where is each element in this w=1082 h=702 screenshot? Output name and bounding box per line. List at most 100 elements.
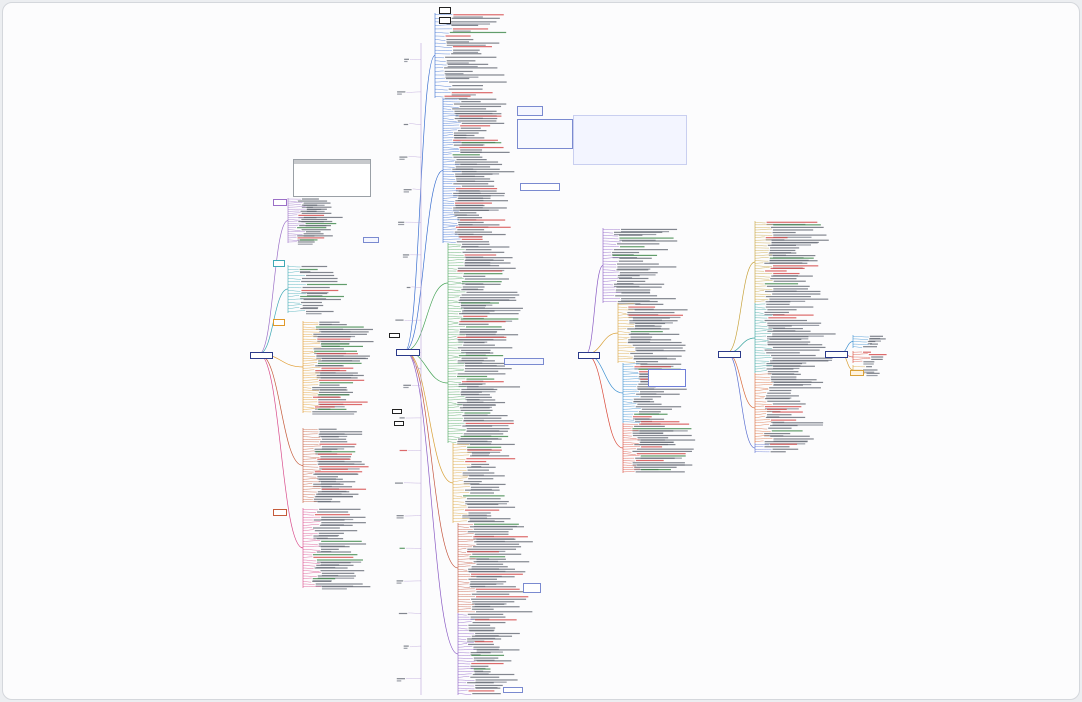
- leaf-link: [754, 228, 772, 231]
- leaf-text: [766, 352, 800, 354]
- leaf-text: [396, 517, 404, 519]
- leaf-text: [303, 216, 343, 219]
- leaf-link: [622, 373, 639, 375]
- leaf-text: [398, 612, 408, 615]
- leaf-text: [632, 317, 670, 319]
- leaf-text: [455, 226, 511, 228]
- leaf-text: [318, 532, 344, 534]
- leaf-text: [454, 110, 497, 112]
- leaf-link: [452, 449, 467, 451]
- mindmap-root-node-3[interactable]: [578, 352, 600, 359]
- leaf-text: [467, 449, 502, 451]
- leaf-text: [460, 163, 503, 166]
- leaf-text: [471, 573, 523, 575]
- leaf-text: [619, 277, 649, 280]
- leaf-text: [406, 286, 411, 289]
- top-box[interactable]: [439, 7, 451, 14]
- leaf-link: [622, 421, 641, 423]
- leaf-link: [852, 338, 869, 340]
- leaf-text: [772, 229, 814, 231]
- leaf-text: [457, 267, 516, 269]
- leaf-link: [302, 408, 318, 410]
- mindmap-root-node-2[interactable]: [396, 349, 420, 356]
- leaf-link: [754, 254, 772, 256]
- leaf-text: [313, 483, 344, 485]
- leaf-text: [476, 576, 515, 578]
- leaf-text: [319, 389, 348, 391]
- leaf-text: [766, 408, 787, 410]
- leaf-text: [613, 285, 640, 288]
- leaf-text: [638, 411, 661, 413]
- leaf-link: [408, 612, 422, 614]
- leaf-text: [770, 226, 824, 229]
- leaf-link: [617, 350, 636, 352]
- leaf-text: [453, 156, 483, 158]
- leaf-link: [754, 278, 770, 280]
- top-box[interactable]: [439, 17, 451, 24]
- leaf-text: [462, 425, 493, 427]
- leaf-text: [613, 233, 657, 236]
- leaf-text: [465, 362, 505, 365]
- note-box: [517, 106, 543, 116]
- leaf-text: [475, 679, 518, 681]
- leaf-text: [770, 247, 800, 249]
- leaf-text: [773, 365, 815, 367]
- leaf-text: [315, 583, 363, 585]
- leaf-text: [316, 559, 363, 561]
- leaf-text: [399, 417, 405, 419]
- leaf-link: [457, 614, 467, 616]
- leaf-link: [457, 533, 474, 535]
- leaf-link: [302, 367, 321, 369]
- leaf-text: [635, 459, 664, 462]
- leaf-text: [462, 515, 492, 517]
- leaf-text: [613, 283, 665, 285]
- leaf-link: [457, 555, 469, 557]
- leaf-text: [452, 154, 480, 156]
- leaf-text: [297, 243, 313, 245]
- leaf-text: [862, 351, 871, 353]
- leaf-link: [302, 456, 320, 458]
- leaf-text: [637, 403, 662, 405]
- leaf-link: [617, 303, 635, 305]
- leaf-link: [452, 486, 470, 488]
- note-box: [503, 687, 523, 693]
- leaf-text: [471, 463, 490, 466]
- leaf-text: [451, 24, 479, 26]
- leaf-text: [312, 527, 340, 529]
- leaf-text: [459, 407, 490, 409]
- leaf-text: [632, 344, 686, 346]
- leaf-link: [754, 312, 764, 314]
- leaf-text: [321, 488, 367, 490]
- leaf-link: [287, 271, 300, 273]
- leaf-link: [754, 440, 764, 442]
- mindmap-root-node-5[interactable]: [825, 351, 848, 358]
- leaf-text: [634, 443, 676, 446]
- mindmap-root-node-4[interactable]: [718, 351, 741, 358]
- leaf-link: [452, 504, 467, 506]
- branch-link: [404, 282, 449, 352]
- leaf-link: [852, 336, 869, 338]
- leaf-link: [302, 359, 318, 362]
- leaf-text: [299, 225, 331, 227]
- leaf-text: [476, 563, 504, 565]
- leaf-link: [622, 464, 637, 467]
- leaf-text: [772, 424, 823, 426]
- leaf-text: [475, 619, 517, 621]
- leaf-link: [287, 290, 301, 292]
- leaf-text: [318, 379, 365, 381]
- mindmap-root-node-1[interactable]: [250, 352, 273, 359]
- leaf-text: [457, 401, 506, 404]
- leaf-text: [315, 370, 347, 372]
- leaf-text: [454, 137, 485, 139]
- leaf-text: [462, 310, 495, 312]
- leaf-link: [302, 529, 314, 531]
- leaf-link: [409, 645, 422, 648]
- leaf-link: [452, 477, 468, 479]
- leaf-text: [617, 268, 651, 270]
- leaf-link: [442, 222, 458, 224]
- leaf-text: [770, 376, 797, 378]
- leaf-text: [867, 340, 876, 343]
- leaf-text: [471, 593, 510, 595]
- leaf-link: [302, 545, 320, 547]
